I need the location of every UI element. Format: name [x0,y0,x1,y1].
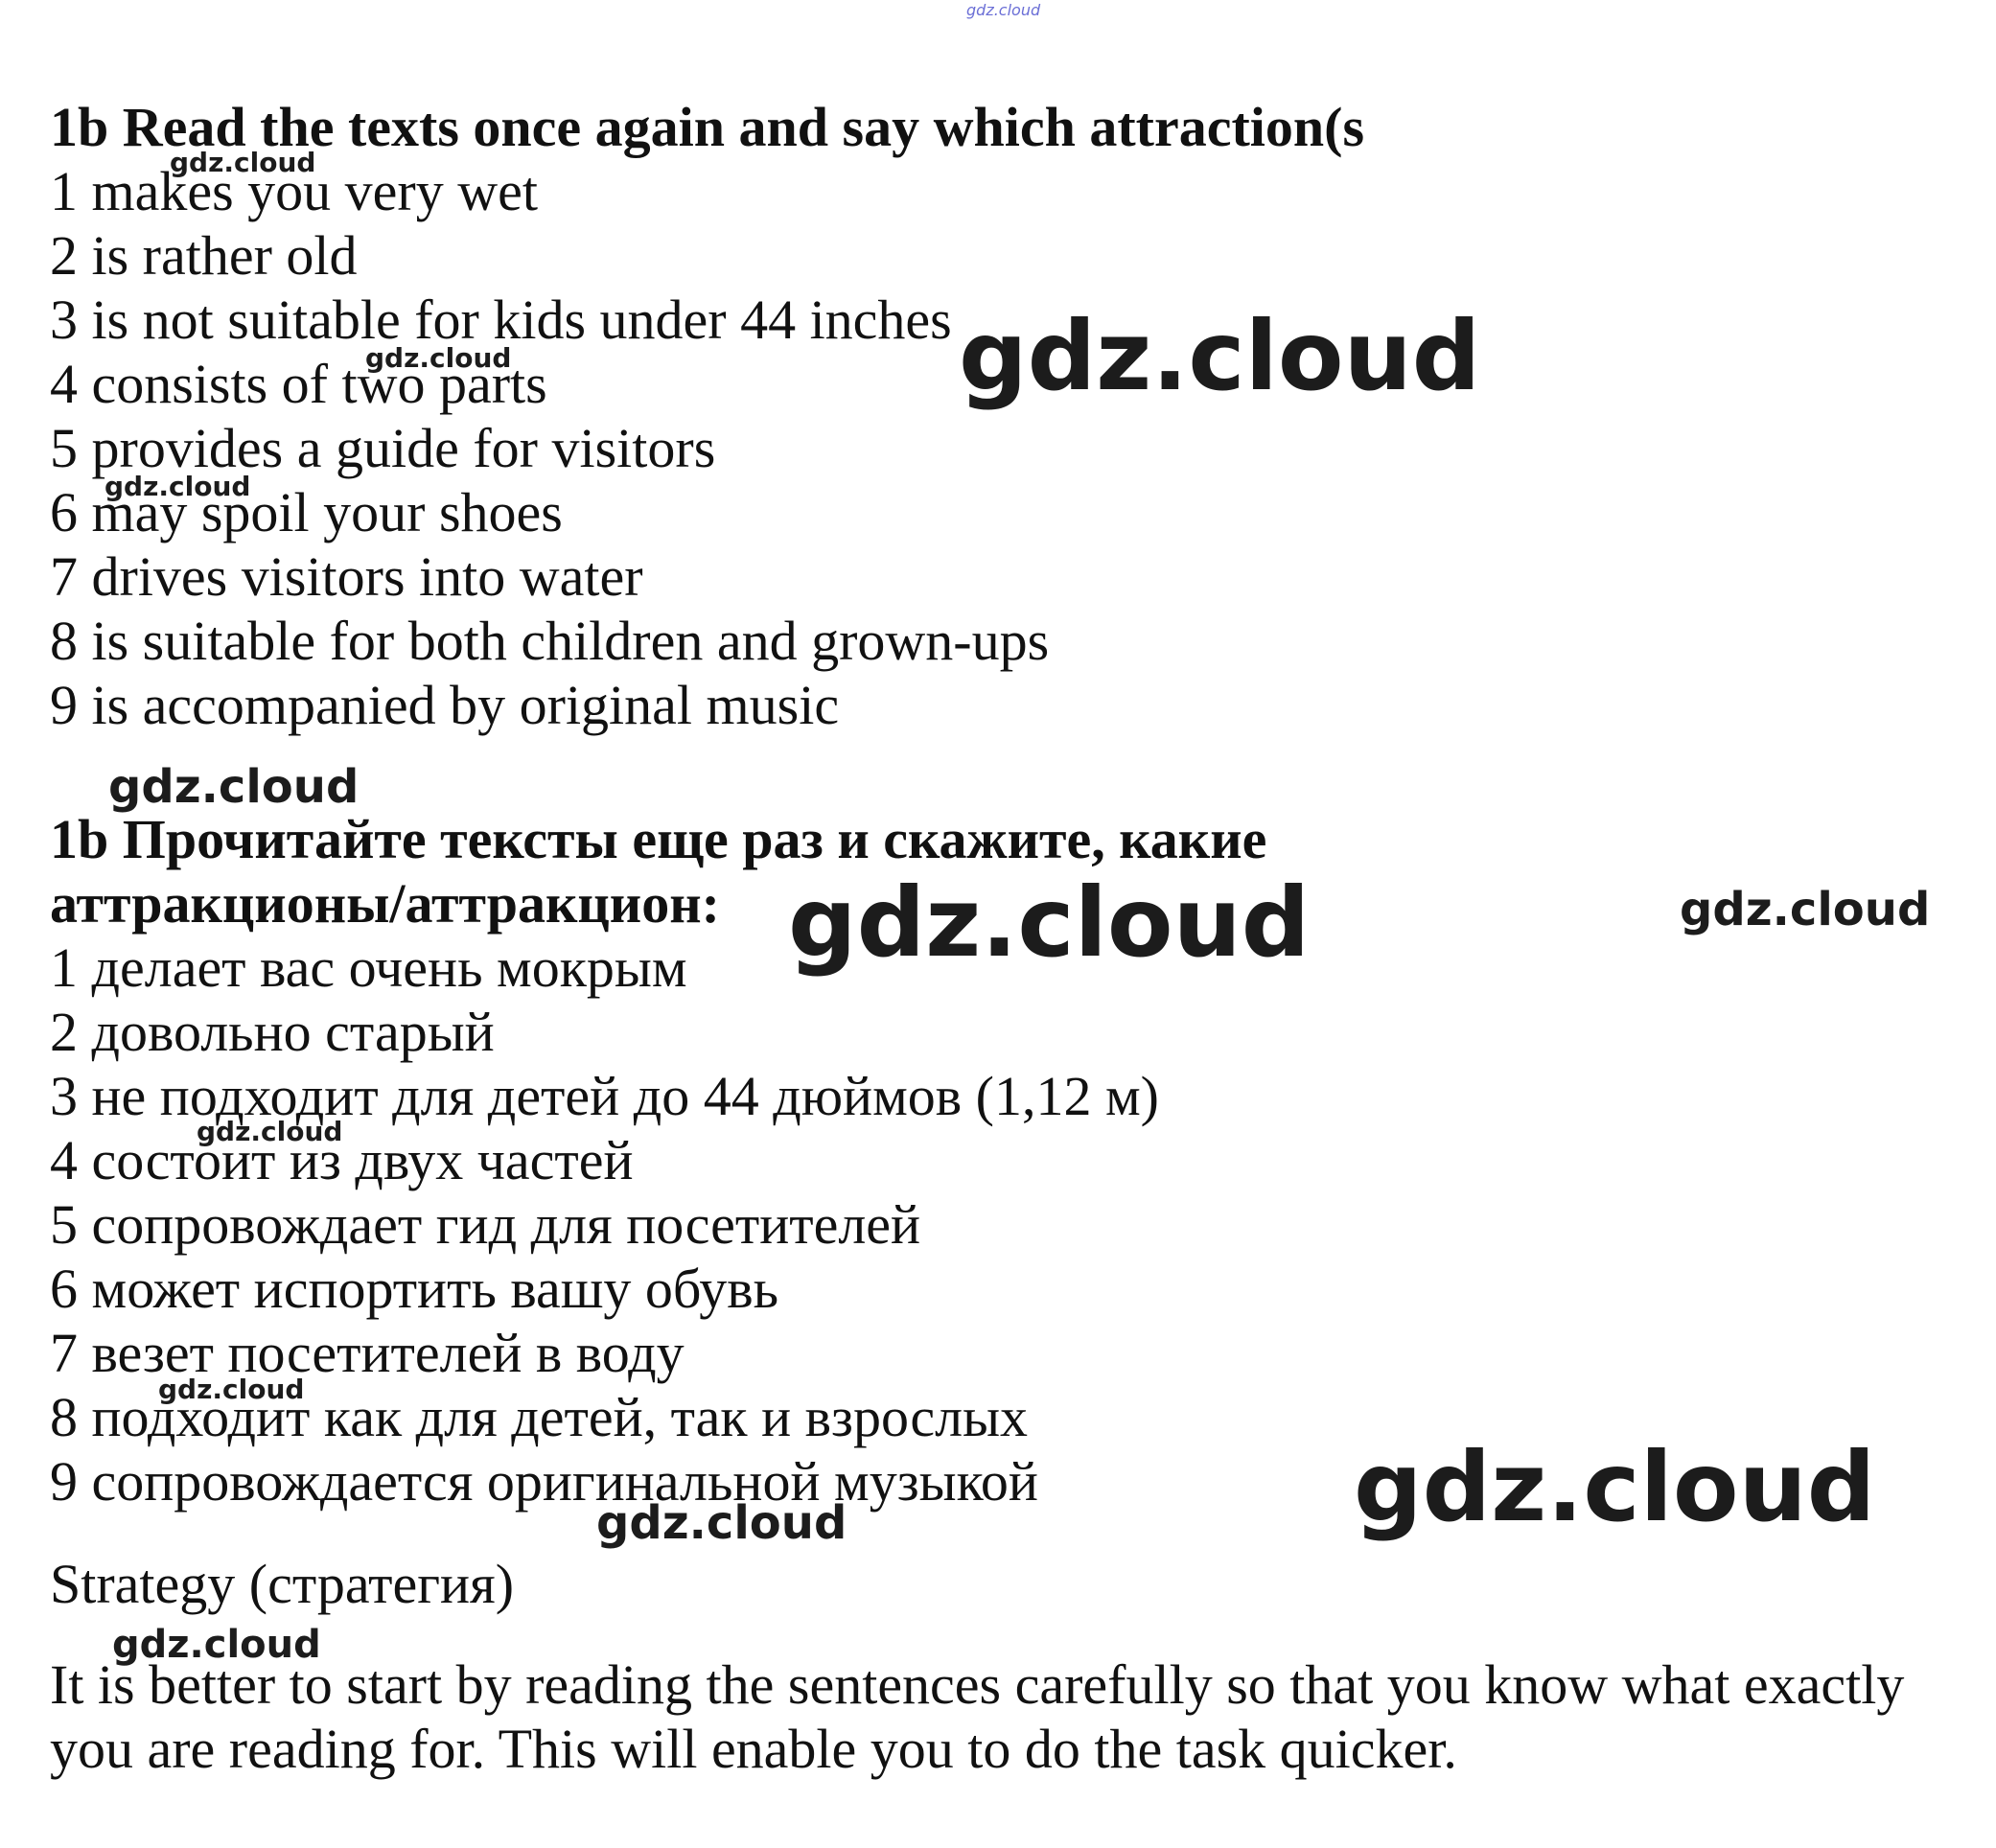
strategy-text-line1: It is better to start by reading the sen… [50,1653,1905,1716]
watermark: gdz.cloud [596,1496,847,1550]
russian-item-1: 1 делает вас очень мокрым [50,936,687,999]
english-item-4: 4 consists of two parts [50,353,547,415]
strategy-text-line2: you are reading for. This will enable yo… [50,1718,1457,1780]
watermark: gdz.cloud [112,1623,321,1667]
strategy-title: Strategy (стратегия) [50,1553,515,1615]
watermark: gdz.cloud [966,1,1041,19]
russian-item-3: 3 не подходит для детей до 44 дюймов (1,… [50,1065,1159,1127]
english-heading: 1b Read the texts once again and say whi… [50,96,1365,158]
watermark: gdz.cloud [158,1374,305,1405]
watermark: gdz.cloud [1354,1431,1876,1543]
russian-item-2: 2 довольно старый [50,1001,495,1063]
watermark: gdz.cloud [959,300,1481,412]
russian-heading-line2: аттракционы/аттракцион: [50,872,720,935]
english-item-1: 1 makes you very wet [50,160,538,222]
russian-item-5: 5 сопровождает гид для посетителей [50,1193,921,1256]
watermark: gdz.cloud [104,471,251,502]
watermark: gdz.cloud [365,342,512,374]
english-item-8: 8 is suitable for both children and grow… [50,610,1050,672]
russian-item-6: 6 может испортить вашу обувь [50,1258,779,1320]
english-item-5: 5 provides a guide for visitors [50,417,716,479]
russian-item-8: 8 подходит как для детей, так и взрослых [50,1386,1029,1448]
watermark: gdz.cloud [170,147,316,178]
watermark: gdz.cloud [788,866,1311,979]
watermark: gdz.cloud [197,1116,343,1147]
english-item-9: 9 is accompanied by original music [50,674,840,736]
russian-item-4: 4 состоит из двух частей [50,1129,634,1191]
watermark: gdz.cloud [1680,883,1931,936]
english-item-7: 7 drives visitors into water [50,545,643,608]
watermark: gdz.cloud [108,760,360,814]
russian-item-9: 9 сопровождается оригинальной музыкой [50,1450,1038,1513]
english-item-6: 6 may spoil your shoes [50,481,563,543]
russian-heading-line1: 1b Прочитайте тексты еще раз и скажите, … [50,808,1267,870]
english-item-2: 2 is rather old [50,224,358,287]
russian-item-7: 7 везет посетителей в воду [50,1322,685,1384]
english-item-3: 3 is not suitable for kids under 44 inch… [50,289,952,351]
